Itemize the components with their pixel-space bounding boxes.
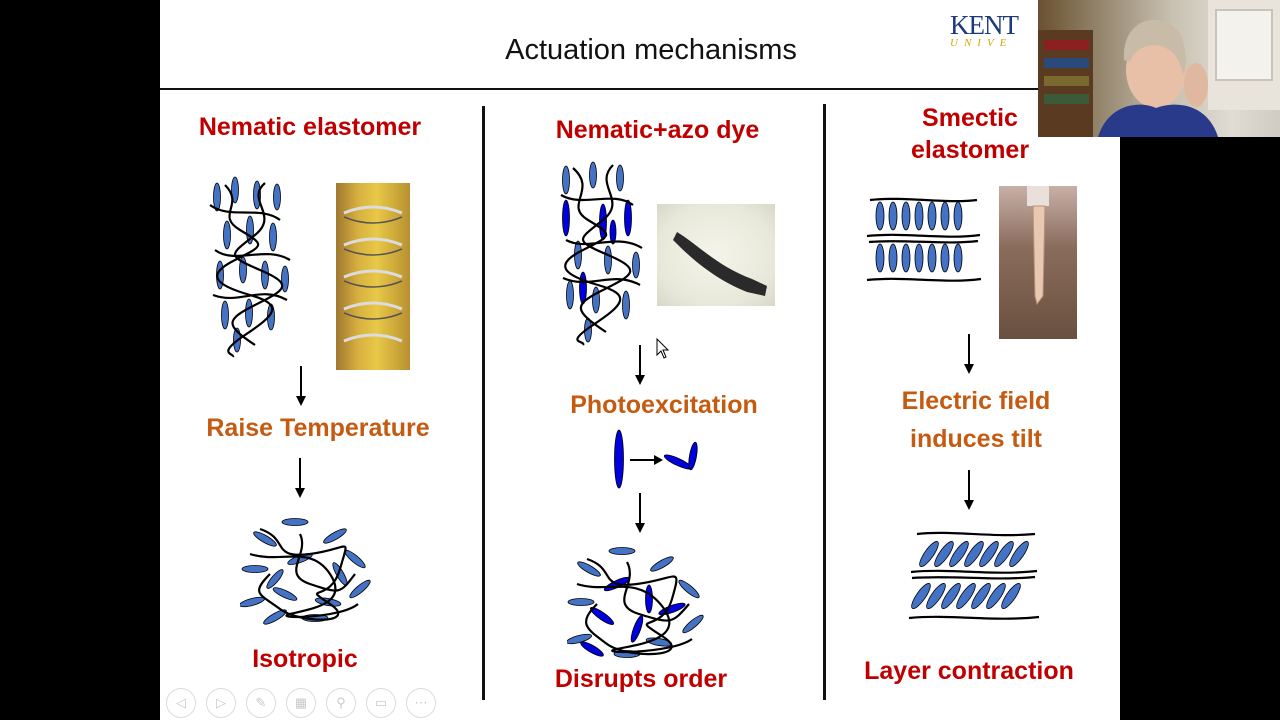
isotropic-diagram (240, 518, 371, 625)
col3-arrow-2 (964, 470, 974, 510)
col3-step-line1: Electric field (901, 387, 1051, 415)
logo-sub: UNIVE (950, 37, 1013, 49)
col3-result-label: Layer contraction (864, 657, 1074, 685)
azo-nematic-diagram (560, 161, 643, 346)
col1-heading: Nematic elastomer (198, 113, 422, 141)
layer-contraction-diagram (908, 531, 1040, 620)
col3-heading-line1: Smectic (922, 104, 1018, 132)
col2-arrow-1 (635, 345, 645, 385)
col2-result-label: Disrupts order (554, 665, 728, 693)
col1-arrow-1 (296, 366, 306, 406)
nematic-elastomer-diagram (209, 176, 291, 358)
photoisomerization-diagram (614, 429, 698, 489)
col2-heading: Nematic+azo dye (555, 116, 760, 144)
zoom-icon[interactable]: ⚲ (326, 688, 356, 718)
col1-result-label: Isotropic (252, 645, 358, 673)
col2-step-label: Photoexcitation (570, 391, 758, 419)
mouse-cursor (656, 337, 670, 360)
university-logo: KENT UNIVE (950, 10, 1040, 49)
col3-step-line2: induces tilt (910, 425, 1042, 453)
col3-arrow-1 (964, 334, 974, 374)
bent-strip-drawing (673, 232, 767, 296)
coil-actuator-photo (336, 183, 410, 370)
slide-title: Actuation mechanisms (505, 34, 797, 66)
subtitle-icon[interactable]: ▭ (366, 688, 396, 718)
pen-icon[interactable]: ✎ (246, 688, 276, 718)
col1-step-label: Raise Temperature (206, 414, 430, 442)
bending-film-photo (657, 204, 775, 306)
forward-icon[interactable]: ▷ (206, 688, 236, 718)
col3-heading-line2: elastomer (910, 136, 1030, 164)
title-underline (160, 88, 1050, 90)
webcam-video (1038, 0, 1280, 137)
logo-main: KENT (950, 10, 1019, 40)
coil-spring-drawing (343, 205, 403, 343)
hanging-film-drawing (1027, 186, 1049, 306)
column-divider-1 (482, 106, 485, 700)
disrupted-order-diagram (567, 547, 704, 658)
slideshow-toolbar: ◁ ▷ ✎ ▦ ⚲ ▭ ⋯ (166, 688, 436, 718)
webcam-scene (1038, 0, 1280, 137)
col1-arrow-2 (295, 458, 305, 498)
more-icon[interactable]: ⋯ (406, 688, 436, 718)
smectic-film-photo (999, 186, 1077, 339)
column-divider-2 (823, 104, 826, 700)
col2-arrow-2 (635, 493, 645, 533)
slides-icon[interactable]: ▦ (286, 688, 316, 718)
back-icon[interactable]: ◁ (166, 688, 196, 718)
presentation-slide: Actuation mechanisms KENT UNIVE Nematic … (160, 0, 1120, 720)
smectic-elastomer-diagram (866, 197, 982, 282)
